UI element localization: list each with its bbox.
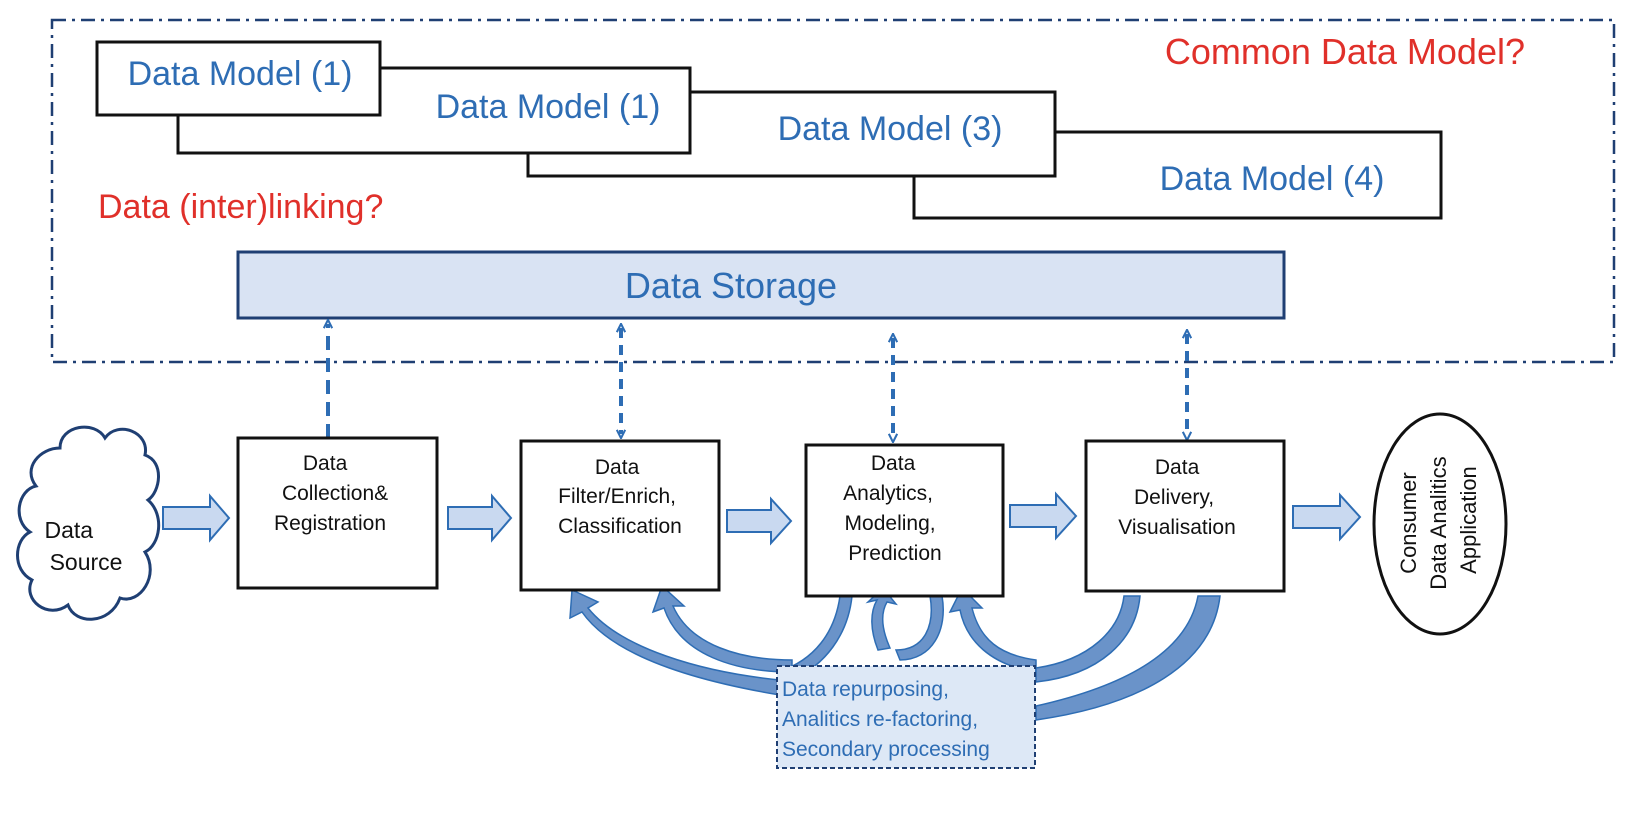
flow-arrow-source-to-collection [162, 493, 231, 543]
data-model-box-1 [95, 40, 382, 117]
data-storage-bar [236, 250, 1286, 320]
data-model-label-1: Data Model (1) [128, 55, 353, 93]
consumer-ellipse [1372, 412, 1508, 636]
consumer-label: Consumer Data Analitics Application [1396, 450, 1481, 589]
data-model-label-2: Data Model (1) [436, 88, 661, 126]
stage-label-filter: Data Filter/Enrich, Classification [558, 456, 682, 538]
stage-label-analytics: Data Analytics, Modeling, Prediction [843, 452, 942, 565]
interlinking-question: Data (inter)linking? [98, 188, 383, 226]
stage-label-collection: Data Collection& Registration [274, 452, 394, 535]
data-model-label-4: Data Model (4) [1160, 160, 1385, 198]
data-source-label: Data Source [45, 517, 123, 575]
stage-label-delivery: Data Delivery, Visualisation [1118, 456, 1236, 539]
flow-arrow-collection-to-filter [447, 493, 513, 543]
stage-box-analytics [804, 443, 1005, 598]
flow-arrow-analytics-to-delivery [1009, 491, 1078, 541]
stage-box-collection [236, 436, 439, 590]
flow-arrow-filter-to-analytics [726, 496, 793, 546]
stage-box-delivery [1084, 439, 1286, 593]
common-data-model-question: Common Data Model? [1165, 31, 1525, 72]
storage-zone-border [50, 18, 1616, 364]
data-model-label-3: Data Model (3) [778, 110, 1003, 148]
feedback-box [776, 665, 1036, 769]
flow-arrow-delivery-to-consumer [1292, 492, 1362, 542]
data-source-cloud [16, 425, 161, 621]
feedback-label: Data repurposing, Analitics re-factoring… [782, 678, 990, 761]
stage-box-filter [519, 439, 721, 592]
data-storage-label: Data Storage [625, 265, 837, 306]
